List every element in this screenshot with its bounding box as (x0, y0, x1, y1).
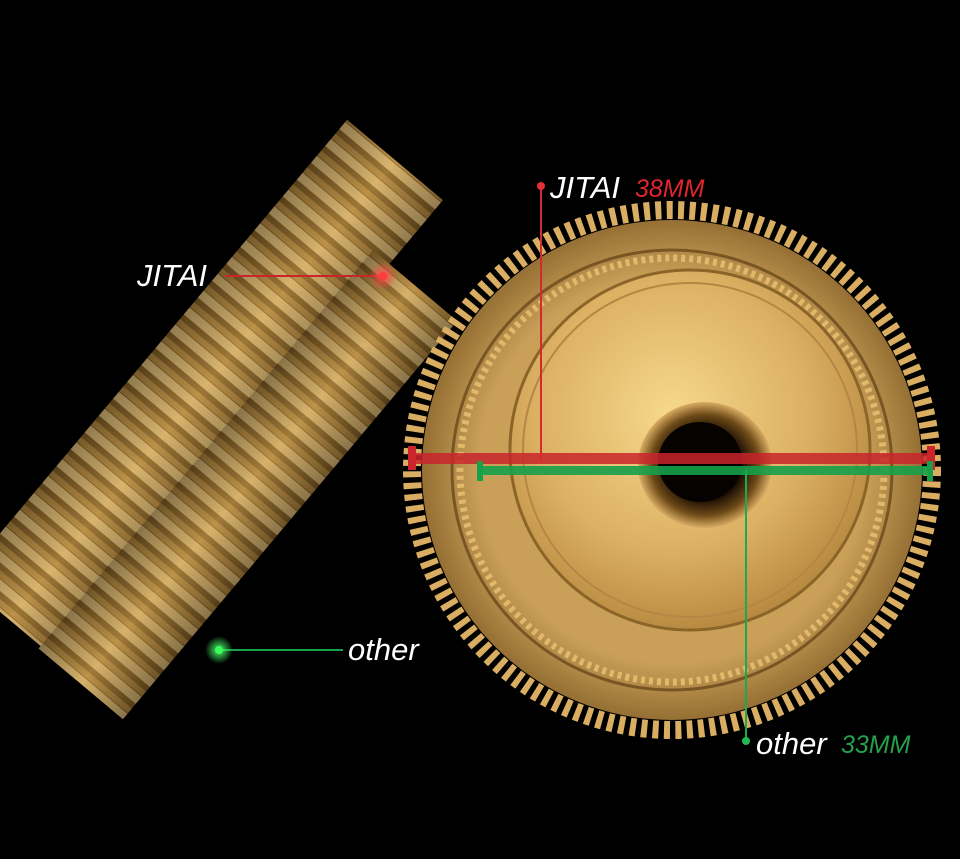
side-label-other: other (348, 632, 419, 667)
bottom-label-size: 33MM (841, 731, 911, 759)
top-label-brand: JITAI (550, 170, 621, 205)
side-gear-back (0, 119, 443, 660)
bottom-label-brand: other (756, 726, 827, 761)
side-label-jitai: JITAI (137, 258, 208, 293)
side-callout-green (205, 636, 343, 664)
main-gear (403, 201, 941, 739)
red-measurement (408, 182, 935, 470)
side-callout-red (225, 262, 397, 290)
top-label-size: 38MM (635, 175, 705, 203)
green-measurement (477, 461, 933, 745)
side-gear-front (38, 250, 458, 720)
